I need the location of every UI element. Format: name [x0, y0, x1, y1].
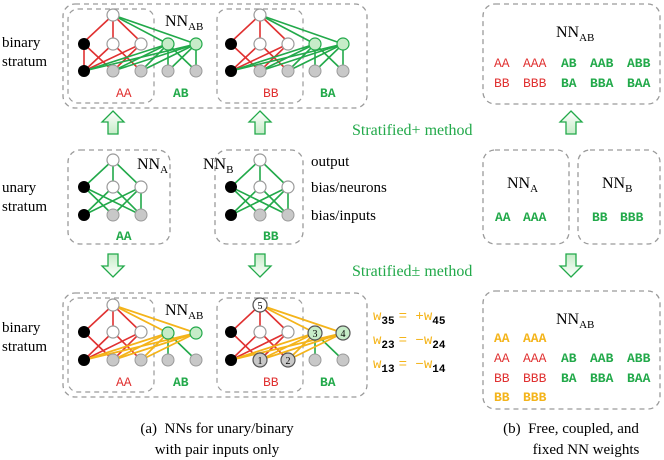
unary-a-nn-label: NNA: [137, 156, 168, 176]
rt-ba: BA: [561, 76, 577, 91]
node-4-label: 4: [341, 329, 346, 340]
unary-label-1: unary: [2, 180, 37, 196]
rt-ab: AB: [561, 56, 577, 71]
rb-bb: BB: [494, 371, 510, 386]
bottom-token-aa: AA: [116, 375, 132, 390]
rt-bba: BBA: [590, 76, 614, 91]
caption-a-line2: with pair inputs only: [155, 442, 280, 458]
equation-1: w35= +w45: [373, 309, 446, 328]
unary-b-token: BB: [263, 229, 279, 244]
right-top-nn-label: NNAB: [556, 24, 594, 44]
rb-bba: BBA: [590, 371, 614, 386]
equation-3: w13= −w14: [373, 357, 446, 376]
weight-equations: w35= +w45 w23= −w24 w13= −w14: [373, 309, 446, 376]
rb-ba: BA: [561, 371, 577, 386]
caption-b-line1: (b) Free, coupled, and: [503, 421, 639, 437]
top-box-aa: [67, 8, 155, 104]
node-2: [280, 352, 296, 368]
top-right-nodes: [225, 8, 350, 78]
up-arrow-left-b: [247, 110, 273, 135]
top-outer-box: [62, 3, 368, 109]
layer-label-output: output: [311, 154, 350, 170]
top-nn-label: NNAB: [165, 13, 203, 33]
right-top-box: NNAB AA AAA AB AAB ABB BB BBB BA BBA BAA: [482, 3, 661, 105]
node-3: [307, 325, 323, 341]
bottom-token-ba: BA: [320, 375, 336, 390]
rt-bb: BB: [494, 76, 510, 91]
right-unary-b-box: NNB BB BBB: [577, 149, 661, 245]
up-arrow-right: [558, 110, 584, 135]
rb-bb-orange: BB: [494, 390, 510, 405]
rt-aa: AA: [494, 56, 510, 71]
rb-bbb-orange: BBB: [523, 390, 547, 405]
unary-a-token: AA: [116, 229, 132, 244]
top-binary-network: NNAB AA AB BB BA: [62, 3, 368, 109]
node-4: [335, 325, 351, 341]
node-1-label: 1: [258, 356, 263, 367]
top-token-bb: BB: [263, 86, 279, 101]
right-bottom-box: NNAB AA AAA AA AAA AB AAB ABB BB BBB BA …: [482, 290, 661, 410]
node-3-label: 3: [313, 329, 318, 340]
top-left-nodes: [78, 8, 203, 78]
rt-baa: BAA: [627, 76, 651, 91]
right-b-bbb: BBB: [620, 210, 644, 225]
right-b-bb: BB: [592, 210, 608, 225]
stratified-pm-label: Stratified± method: [352, 263, 472, 280]
rb-baa: BAA: [627, 371, 651, 386]
bottom-token-ab: AB: [173, 375, 189, 390]
rb-aab: AAB: [590, 351, 614, 366]
bottom-binary-network: 5 3 4 1 2 NNAB AA AB BB BA: [62, 292, 368, 398]
unary-b-nn-label: NNB: [203, 156, 233, 176]
top-token-ba: BA: [320, 86, 336, 101]
down-arrow-left-b: [247, 253, 273, 278]
unary-nn-a: NNA AA: [67, 149, 171, 245]
layer-label-bias-inputs: bias/inputs: [311, 208, 376, 224]
rb-aa-orange: AA: [494, 331, 510, 346]
rt-abb: ABB: [627, 56, 651, 71]
right-nn-a-label: NNA: [507, 175, 538, 195]
bottom-nn-label: NNAB: [165, 302, 203, 322]
node-1: [252, 352, 268, 368]
equation-2: w23= −w24: [373, 333, 446, 352]
caption-a-line1: (a) NNs for unary/binary: [140, 421, 294, 437]
bottom-box-aa: [67, 297, 155, 393]
binary-label-bottom-2: stratum: [2, 339, 47, 355]
down-arrow-right: [558, 253, 584, 278]
rb-abb: ABB: [627, 351, 651, 366]
right-unary-a-box: NNA AA AAA: [482, 149, 570, 245]
right-nn-b-label: NNB: [602, 175, 632, 195]
stratified-plus-label: Stratified+ method: [352, 122, 473, 139]
node-2-label: 2: [286, 356, 291, 367]
unary-box-b: [214, 149, 304, 245]
rb-aaa-orange: AAA: [523, 331, 547, 346]
node-5: [252, 297, 268, 313]
caption-b-line2: fixed NN weights: [533, 442, 640, 458]
rt-aab: AAB: [590, 56, 614, 71]
right-bottom-nn-label: NNAB: [556, 311, 594, 331]
right-a-aaa: AAA: [523, 210, 547, 225]
bottom-outer-box: [62, 292, 368, 398]
rb-aaa: AAA: [523, 351, 547, 366]
binary-label-bottom-1: binary: [2, 320, 41, 336]
down-arrow-left-a: [100, 253, 126, 278]
unary-label-2: stratum: [2, 199, 47, 215]
unary-box-a: [67, 149, 171, 245]
top-token-ab: AB: [173, 86, 189, 101]
right-a-aa: AA: [495, 210, 511, 225]
rt-bbb: BBB: [523, 76, 547, 91]
layer-label-bias-neurons: bias/neurons: [311, 180, 387, 196]
node-5-label: 5: [258, 301, 263, 312]
rb-aa: AA: [494, 351, 510, 366]
binary-label-top-2: stratum: [2, 54, 47, 70]
rb-bbb: BBB: [523, 371, 547, 386]
unary-nn-b: NNB BB: [203, 149, 304, 245]
rb-ab: AB: [561, 351, 577, 366]
top-token-aa: AA: [116, 86, 132, 101]
up-arrow-left-a: [100, 110, 126, 135]
rt-aaa: AAA: [523, 56, 547, 71]
bottom-token-bb: BB: [263, 375, 279, 390]
binary-label-top-1: binary: [2, 35, 41, 51]
